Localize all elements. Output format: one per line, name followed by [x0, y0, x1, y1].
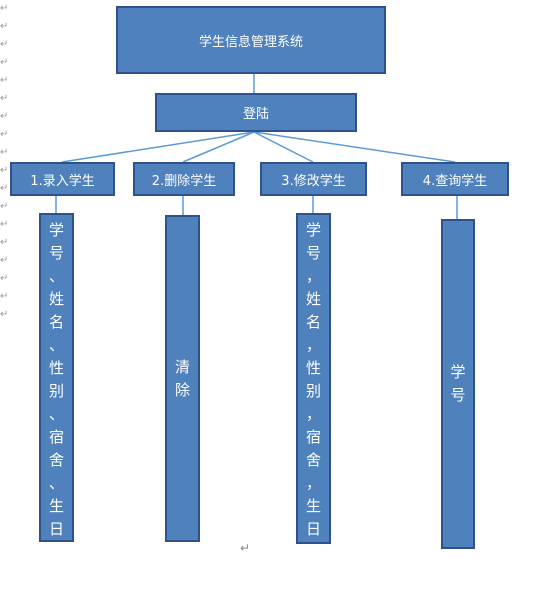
- module-box-modify: 3.修改学生: [260, 162, 367, 196]
- paragraph-mark-icon: ↵: [0, 183, 9, 194]
- module-box-query: 4.查询学生: [401, 162, 509, 196]
- paragraph-mark-icon: ↵: [0, 39, 9, 50]
- module-label: 4.查询学生: [422, 173, 488, 189]
- login-label: 登陆: [242, 107, 269, 122]
- paragraph-mark-icon: ↵: [0, 273, 9, 284]
- connector-login-module-2: [182, 131, 255, 163]
- return-mark-icon: ↵: [240, 541, 251, 555]
- paragraph-mark-icon: ↵: [0, 165, 9, 176]
- paragraph-mark-icon: ↵: [0, 201, 9, 212]
- system-title: 学生信息管理系统: [198, 34, 303, 50]
- connector-login-module-4: [253, 131, 456, 163]
- system-title-box: 学生信息管理系统: [116, 6, 386, 74]
- module-label: 1.录入学生: [30, 173, 95, 189]
- paragraph-mark-icon: ↵: [0, 3, 9, 14]
- detail-text: 学号，姓名，性别，宿舍，生日，电话: [305, 221, 321, 607]
- module-box-enter: 1.录入学生: [10, 162, 115, 196]
- paragraph-mark-icon: ↵: [0, 237, 9, 248]
- paragraph-mark-icon: ↵: [0, 147, 9, 158]
- detail-box-query: 学号: [441, 219, 475, 549]
- paragraph-mark-icon: ↵: [0, 129, 9, 140]
- detail-box-enter: 学号、姓名、性别、宿舍、生日、电话: [39, 213, 74, 607]
- connector-lines: [55, 74, 458, 219]
- detail-box-modify: 学号，姓名，性别，宿舍，生日，电话: [296, 213, 331, 607]
- paragraph-mark-icon: ↵: [0, 309, 9, 320]
- paragraph-mark-icon: ↵: [0, 111, 9, 122]
- module-label: 3.修改学生: [281, 173, 346, 189]
- paragraph-mark-icon: ↵: [0, 57, 9, 68]
- detail-text: 学号、姓名、性别、宿舍、生日、电话: [48, 221, 64, 607]
- module-box-delete: 2.删除学生: [133, 162, 235, 196]
- margin-marks: ↵ ↵ ↵ ↵ ↵ ↵ ↵ ↵ ↵ ↵ ↵ ↵ ↵ ↵ ↵ ↵ ↵ ↵: [0, 0, 12, 340]
- detail-text: 清除: [174, 357, 190, 399]
- login-box: 登陆: [155, 93, 357, 132]
- paragraph-mark-icon: ↵: [0, 255, 9, 266]
- paragraph-mark-icon: ↵: [0, 75, 9, 86]
- detail-text: 学号: [450, 363, 466, 404]
- detail-box-delete: 清除: [165, 215, 200, 542]
- paragraph-mark-icon: ↵: [0, 291, 9, 302]
- connector-login-module-3: [253, 131, 314, 163]
- module-label: 2.删除学生: [151, 173, 217, 189]
- paragraph-mark-icon: ↵: [0, 219, 9, 230]
- paragraph-mark-icon: ↵: [0, 93, 9, 104]
- connector-login-module-1: [61, 131, 255, 163]
- paragraph-mark-icon: ↵: [0, 21, 9, 32]
